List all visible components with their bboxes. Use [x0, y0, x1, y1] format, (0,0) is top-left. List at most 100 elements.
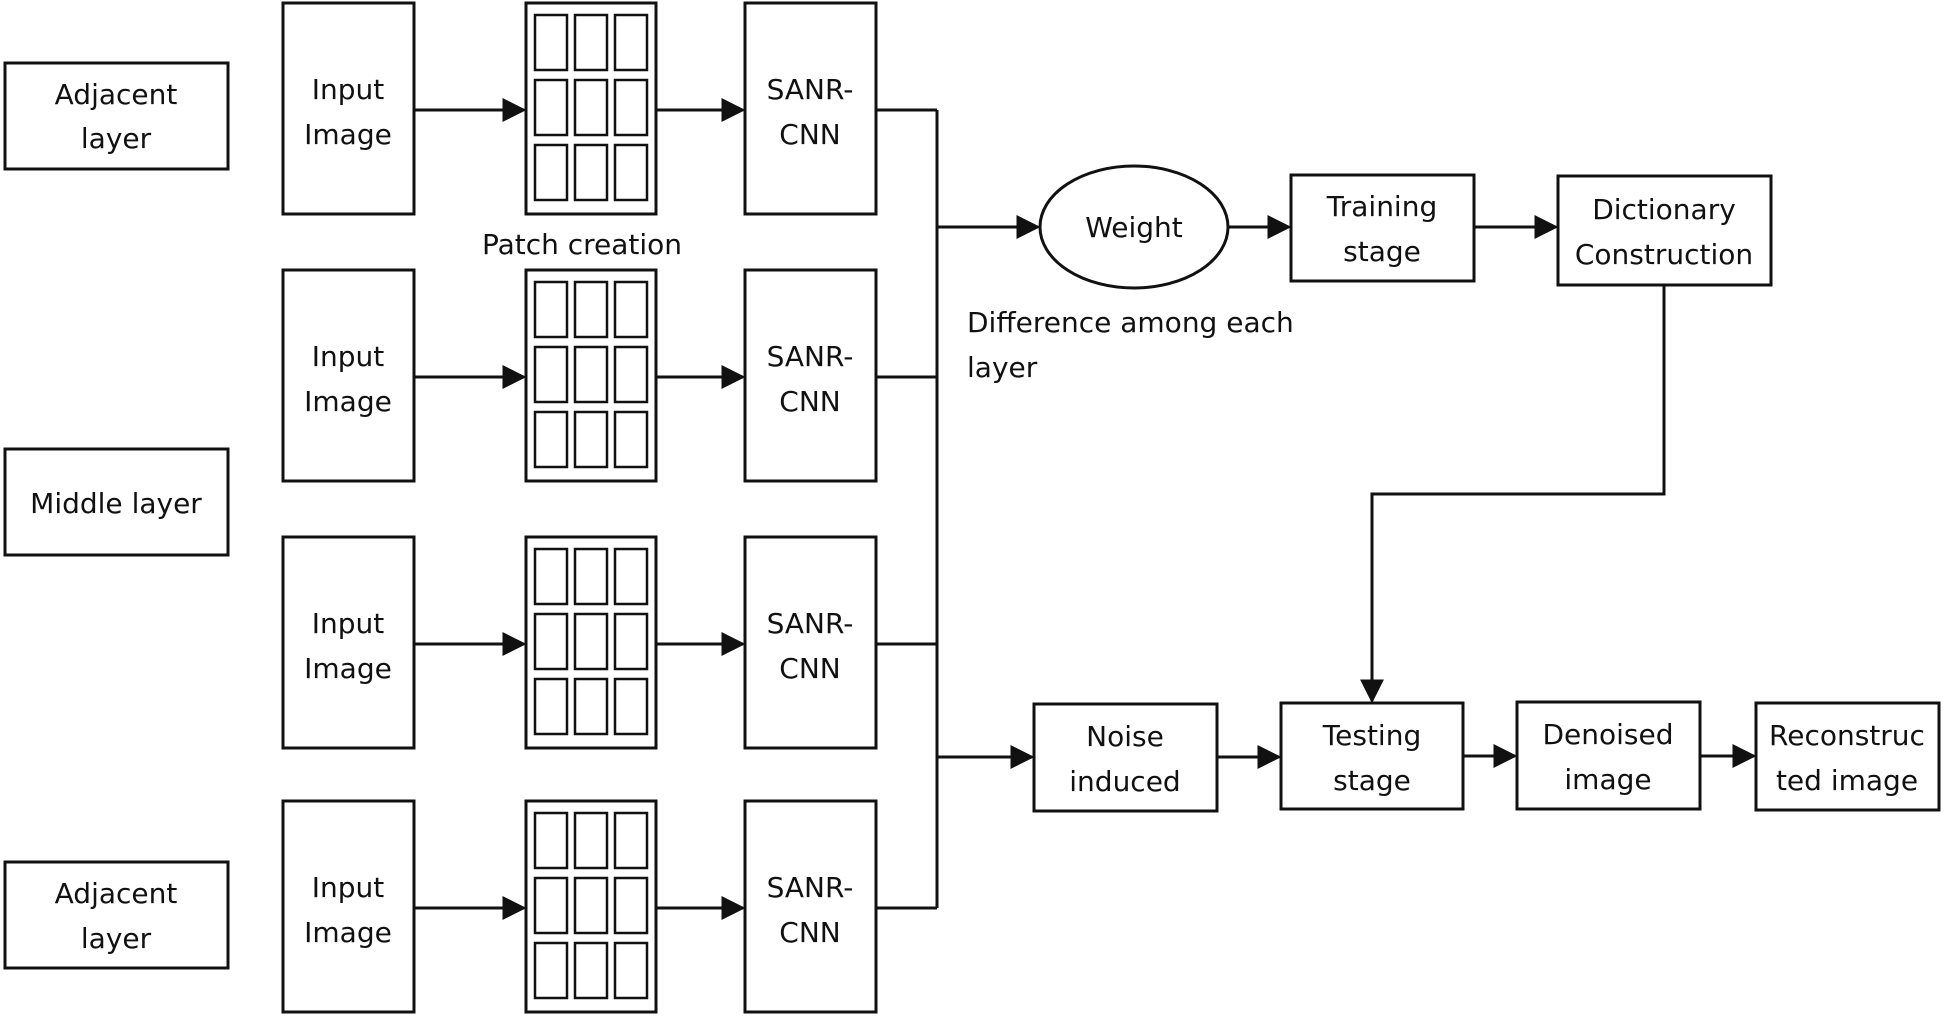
adjacent-layer-top-label-line1: Adjacent: [55, 78, 178, 111]
input-image-label-line1: Input: [312, 340, 385, 373]
weight-caption-line2: layer: [967, 351, 1038, 384]
dictionary-construction-node: Dictionary Construction: [1556, 174, 1773, 287]
patch-cell: [533, 941, 569, 1000]
middle-layer-label: Middle layer: [30, 487, 202, 520]
patch-cell: [573, 345, 609, 404]
patch-grid: [524, 799, 658, 1014]
patch-cell: [613, 811, 649, 870]
patch-cell: [533, 13, 569, 72]
patch-cell: [613, 612, 649, 671]
input-image-label-line2: Image: [304, 652, 392, 685]
testing-stage-label-line2: stage: [1333, 764, 1411, 797]
input-image-label-line1: Input: [312, 73, 385, 106]
patch-cell: [573, 941, 609, 1000]
patch-cell: [533, 143, 569, 202]
sanr-cnn-node: SANR- CNN: [743, 535, 878, 750]
processing-rows: InputImageSANR-CNNInputImageSANR-CNNInpu…: [281, 1, 878, 1014]
testing-stage-label-line1: Testing: [1322, 719, 1421, 752]
sanr-cnn-label-line2: CNN: [779, 118, 840, 151]
dictionary-label-line2: Construction: [1575, 238, 1753, 271]
patch-cell: [533, 345, 569, 404]
input-image-label-line2: Image: [304, 385, 392, 418]
training-stage-node: Training stage: [1289, 173, 1476, 283]
sanr-cnn-label-line1: SANR-: [767, 340, 854, 373]
patch-grid: [524, 535, 658, 750]
patch-cell: [533, 280, 569, 339]
middle-layer-node: Middle layer: [3, 447, 230, 557]
patch-cell: [613, 345, 649, 404]
patch-cell: [573, 280, 609, 339]
patch-cell: [613, 78, 649, 137]
adjacent-layer-bottom-node: Adjacent layer: [3, 860, 230, 970]
patch-cell: [533, 811, 569, 870]
patch-cell: [613, 410, 649, 469]
patch-cell: [613, 13, 649, 72]
denoised-image-node: Denoised image: [1515, 700, 1702, 811]
arrow-dictionary-to-testing: [1360, 285, 1666, 704]
sanr-cnn-node: SANR- CNN: [743, 799, 878, 1014]
adjacent-layer-top-node: Adjacent layer: [3, 61, 230, 171]
testing-stage-node: Testing stage: [1279, 701, 1465, 811]
patch-cell: [533, 612, 569, 671]
patch-cell: [613, 677, 649, 736]
sanr-cnn-label-line2: CNN: [779, 652, 840, 685]
patch-cell: [573, 547, 609, 606]
training-stage-label-line2: stage: [1343, 235, 1421, 268]
weight-caption-line1: Difference among each: [967, 306, 1294, 339]
reconstructed-image-node: Reconstruc ted image: [1754, 701, 1941, 812]
patch-grid: [524, 268, 658, 483]
patch-cell: [533, 78, 569, 137]
patch-cell: [613, 876, 649, 935]
sanr-cnn-label-line1: SANR-: [767, 607, 854, 640]
patch-cell: [533, 876, 569, 935]
input-image-label-line2: Image: [304, 118, 392, 151]
adjacent-layer-bottom-label-line2: layer: [81, 922, 152, 955]
training-stage-label-line1: Training: [1326, 190, 1437, 223]
patch-cell: [573, 143, 609, 202]
patch-cell: [613, 547, 649, 606]
adjacent-layer-top-label-line2: layer: [81, 122, 152, 155]
sanr-cnn-node: SANR- CNN: [743, 268, 878, 483]
sanr-cnn-node: SANR- CNN: [743, 1, 878, 216]
patch-cell: [613, 280, 649, 339]
reconstructed-label-line1: Reconstruc: [1769, 719, 1925, 752]
connectors: [414, 98, 1757, 920]
patch-creation-caption: Patch creation: [482, 228, 682, 261]
sanr-cnn-label-line2: CNN: [779, 916, 840, 949]
input-image-label-line1: Input: [312, 607, 385, 640]
patch-cell: [533, 410, 569, 469]
patch-grid: [524, 1, 658, 216]
patch-cell: [613, 143, 649, 202]
adjacent-layer-bottom-label-line1: Adjacent: [55, 877, 178, 910]
patch-cell: [533, 547, 569, 606]
sanr-cnn-label-line1: SANR-: [767, 73, 854, 106]
patch-cell: [573, 410, 609, 469]
input-image-label-line2: Image: [304, 916, 392, 949]
noise-induced-label-line2: induced: [1069, 765, 1180, 798]
noise-induced-node: Noise induced: [1032, 702, 1219, 813]
patch-cell: [573, 612, 609, 671]
weight-label: Weight: [1085, 211, 1183, 244]
weight-node: Weight: [1038, 164, 1230, 290]
input-image-label-line1: Input: [312, 871, 385, 904]
patch-cell: [573, 78, 609, 137]
patch-cell: [613, 941, 649, 1000]
reconstructed-label-line2: ted image: [1776, 764, 1918, 797]
patch-cell: [573, 13, 609, 72]
sanr-cnn-label-line2: CNN: [779, 385, 840, 418]
patch-cell: [533, 677, 569, 736]
sanr-cnn-label-line1: SANR-: [767, 871, 854, 904]
dictionary-label-line1: Dictionary: [1592, 193, 1736, 226]
patch-cell: [573, 811, 609, 870]
denoised-label-line1: Denoised: [1542, 718, 1673, 751]
patch-cell: [573, 677, 609, 736]
